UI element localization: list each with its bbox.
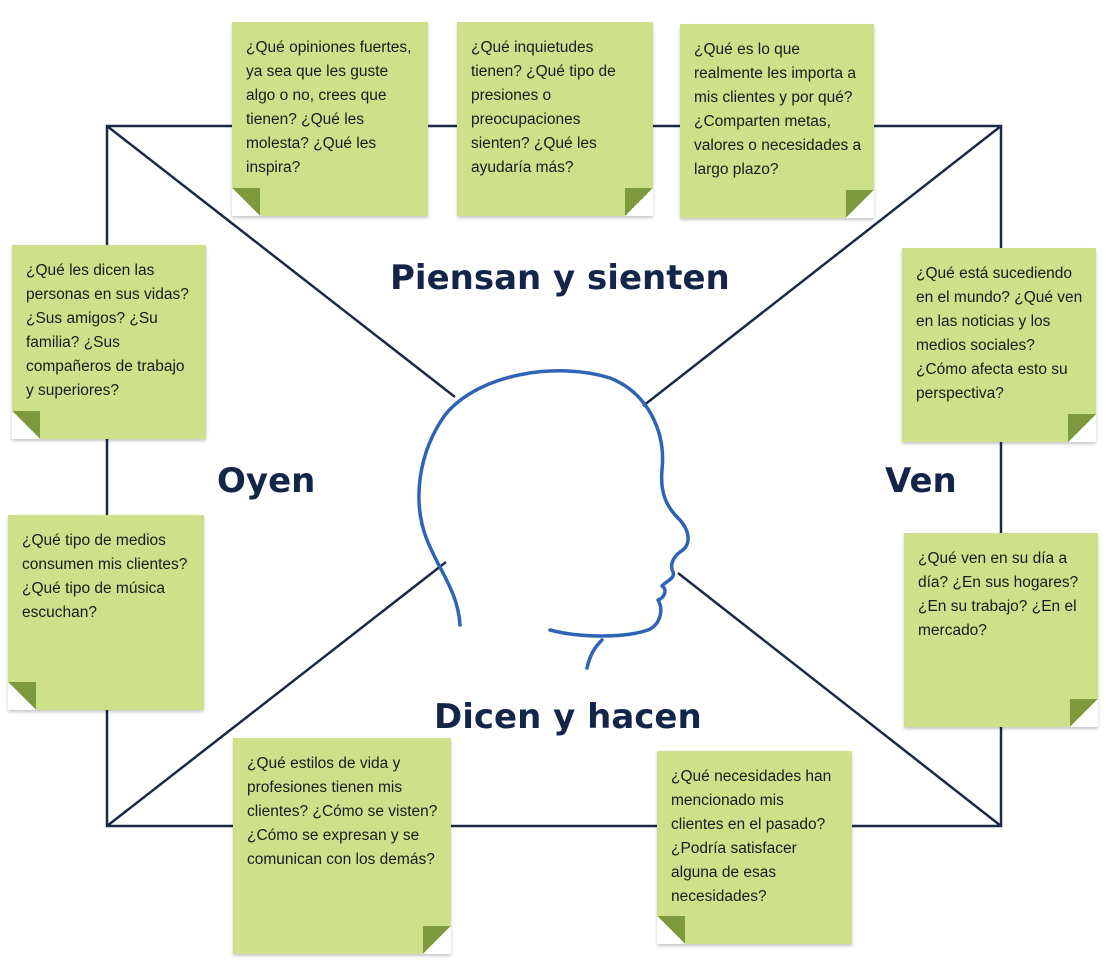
head-profile-icon (417, 369, 690, 670)
diagonal-bottom-right (677, 572, 1002, 827)
sticky-note-top-2: ¿Qué inquietudes tienen? ¿Qué tipo de pr… (457, 22, 653, 216)
note-fold-corner (625, 188, 653, 216)
note-fold-corner (1068, 414, 1096, 442)
note-fold-corner (8, 682, 36, 710)
note-fold-corner (1070, 699, 1098, 727)
sticky-note-text: ¿Qué inquietudes tienen? ¿Qué tipo de pr… (471, 39, 616, 176)
sticky-note-left-1: ¿Qué les dicen las personas en sus vidas… (12, 245, 206, 439)
sticky-note-top-1: ¿Qué opiniones fuertes, ya sea que les g… (232, 22, 428, 216)
quadrant-label-bottom: Dicen y hacen (434, 697, 702, 737)
diagonal-top-right (642, 125, 1002, 407)
note-fold-corner (232, 188, 260, 216)
note-fold-corner (12, 411, 40, 439)
quadrant-label-right: Ven (885, 461, 957, 501)
sticky-note-text: ¿Qué necesidades han mencionado mis clie… (671, 768, 832, 905)
sticky-note-text: ¿Qué tipo de medios consumen mis cliente… (22, 532, 188, 621)
note-fold-corner (423, 926, 451, 954)
sticky-note-bottom-2: ¿Qué necesidades han mencionado mis clie… (657, 751, 852, 944)
sticky-note-text: ¿Qué estilos de vida y profesiones tiene… (247, 755, 438, 868)
quadrant-label-left: Oyen (217, 461, 316, 501)
sticky-note-text: ¿Qué está sucediendo en el mundo? ¿Qué v… (916, 265, 1083, 402)
sticky-note-text: ¿Qué es lo que realmente les importa a m… (694, 41, 862, 178)
sticky-note-bottom-1: ¿Qué estilos de vida y profesiones tiene… (233, 738, 451, 954)
sticky-note-right-2: ¿Qué ven en su día a día? ¿En sus hogare… (904, 533, 1098, 727)
quadrant-label-top: Piensan y sienten (390, 258, 730, 298)
note-fold-corner (657, 916, 685, 944)
sticky-note-text: ¿Qué ven en su día a día? ¿En sus hogare… (918, 550, 1079, 639)
diagonal-bottom-left (106, 561, 447, 827)
sticky-note-text: ¿Qué opiniones fuertes, ya sea que les g… (246, 39, 412, 176)
diagonal-top-left (106, 125, 456, 398)
note-fold-corner (846, 190, 874, 218)
sticky-note-top-3: ¿Qué es lo que realmente les importa a m… (680, 24, 874, 218)
sticky-note-left-2: ¿Qué tipo de medios consumen mis cliente… (8, 515, 204, 710)
sticky-note-text: ¿Qué les dicen las personas en sus vidas… (26, 262, 189, 399)
sticky-note-right-1: ¿Qué está sucediendo en el mundo? ¿Qué v… (902, 248, 1096, 442)
